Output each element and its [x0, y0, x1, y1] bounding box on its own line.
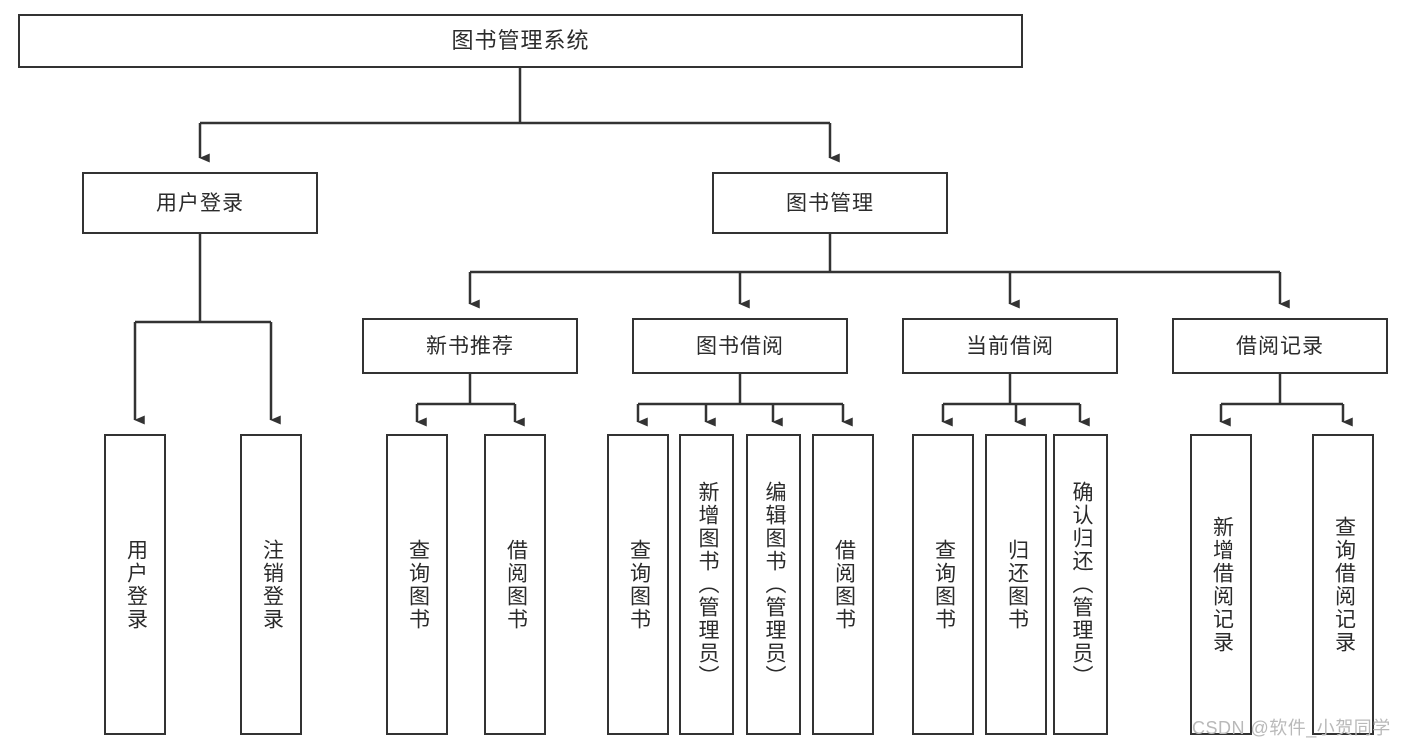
node-root-label: 图书管理系统 — [451, 28, 590, 53]
node-current-borrow-label: 当前借阅 — [966, 334, 1054, 358]
leaf-logout-label: 注销登录 — [260, 538, 284, 631]
leaf-query-book-1[interactable]: 查询图书 — [386, 434, 448, 735]
leaf-confirm-return-admin-label: 确认归还（管理员） — [1069, 481, 1093, 688]
leaf-logout[interactable]: 注销登录 — [240, 434, 302, 735]
node-new-book-recommend[interactable]: 新书推荐 — [362, 318, 578, 374]
leaf-query-book-2[interactable]: 查询图书 — [607, 434, 669, 735]
node-root-system[interactable]: 图书管理系统 — [18, 14, 1023, 68]
leaf-add-book-admin-label: 新增图书（管理员） — [695, 481, 719, 688]
leaf-add-borrow-record-label: 新增借阅记录 — [1210, 515, 1234, 654]
leaf-borrow-book-2[interactable]: 借阅图书 — [812, 434, 874, 735]
leaf-user-login-label: 用户登录 — [124, 538, 148, 631]
node-book-borrow[interactable]: 图书借阅 — [632, 318, 848, 374]
csdn-watermark: CSDN @软件_小贺同学 — [1192, 718, 1391, 738]
leaf-query-book-3[interactable]: 查询图书 — [912, 434, 974, 735]
node-borrow-record-label: 借阅记录 — [1236, 334, 1324, 358]
leaf-query-book-2-label: 查询图书 — [627, 538, 651, 631]
leaf-query-borrow-record-label: 查询借阅记录 — [1332, 515, 1356, 654]
leaf-edit-book-admin[interactable]: 编辑图书（管理员） — [746, 434, 801, 735]
leaf-query-book-1-label: 查询图书 — [406, 538, 430, 631]
node-new-book-recommend-label: 新书推荐 — [426, 334, 514, 358]
leaf-return-book-label: 归还图书 — [1005, 538, 1029, 631]
node-book-manage-label: 图书管理 — [786, 191, 874, 215]
leaf-edit-book-admin-label: 编辑图书（管理员） — [762, 481, 786, 688]
node-book-borrow-label: 图书借阅 — [696, 334, 784, 358]
node-book-manage[interactable]: 图书管理 — [712, 172, 948, 234]
leaf-user-login[interactable]: 用户登录 — [104, 434, 166, 735]
leaf-confirm-return-admin[interactable]: 确认归还（管理员） — [1053, 434, 1108, 735]
leaf-return-book[interactable]: 归还图书 — [985, 434, 1047, 735]
node-current-borrow[interactable]: 当前借阅 — [902, 318, 1118, 374]
node-user-login[interactable]: 用户登录 — [82, 172, 318, 234]
leaf-borrow-book-1[interactable]: 借阅图书 — [484, 434, 546, 735]
leaf-add-borrow-record[interactable]: 新增借阅记录 — [1190, 434, 1252, 735]
leaf-add-book-admin[interactable]: 新增图书（管理员） — [679, 434, 734, 735]
leaf-borrow-book-2-label: 借阅图书 — [832, 538, 856, 631]
leaf-query-borrow-record[interactable]: 查询借阅记录 — [1312, 434, 1374, 735]
node-borrow-record[interactable]: 借阅记录 — [1172, 318, 1388, 374]
leaf-borrow-book-1-label: 借阅图书 — [504, 538, 528, 631]
leaf-query-book-3-label: 查询图书 — [932, 538, 956, 631]
node-user-login-label: 用户登录 — [156, 191, 244, 215]
